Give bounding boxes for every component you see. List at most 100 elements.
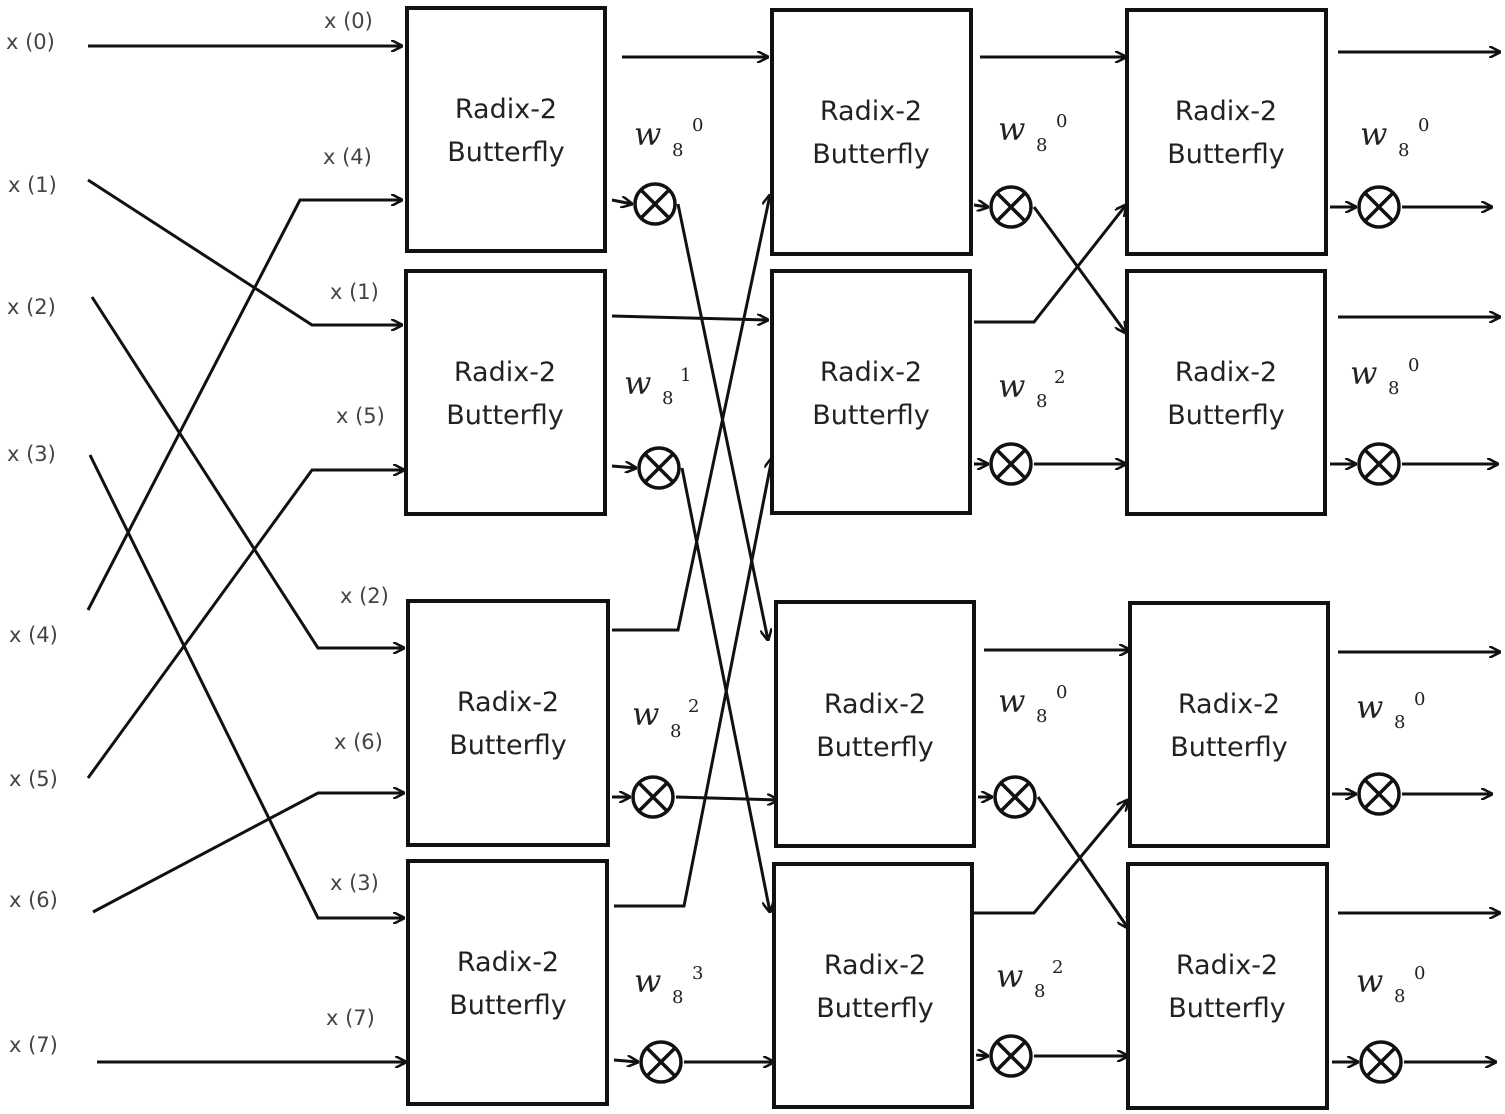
butterfly-label-line1: Radix-2 xyxy=(1176,950,1278,981)
input-label: x (3) xyxy=(7,442,56,466)
wire-x6 xyxy=(92,793,404,914)
wires xyxy=(86,46,1500,1062)
butterfly-block: Radix-2 Butterfly xyxy=(1125,8,1328,256)
twiddle-factor-label: w 8 0 xyxy=(1360,115,1429,161)
svg-text:8: 8 xyxy=(1036,135,1047,156)
svg-text:0: 0 xyxy=(1408,355,1419,376)
multiplier-icon xyxy=(1357,442,1401,486)
multiplier-icon xyxy=(639,1040,683,1084)
svg-text:8: 8 xyxy=(1394,986,1405,1007)
svg-text:w: w xyxy=(998,110,1025,148)
twiddle-factor-label: w 8 2 xyxy=(998,367,1065,412)
twiddle-factor-label: w 8 0 xyxy=(1356,962,1425,1007)
svg-text:0: 0 xyxy=(1414,963,1425,984)
butterfly-label-line1: Radix-2 xyxy=(457,947,559,978)
twiddle-factor-label: w 8 0 xyxy=(998,682,1067,727)
svg-text:2: 2 xyxy=(1054,367,1065,388)
wire-s1-b xyxy=(611,200,632,204)
svg-text:0: 0 xyxy=(1056,682,1067,703)
twiddle-factor-label: w 8 2 xyxy=(996,957,1063,1002)
butterfly-label-line1: Radix-2 xyxy=(824,689,926,720)
wire-s1-i xyxy=(675,797,778,800)
butterfly-label-line1: Radix-2 xyxy=(824,950,926,981)
wire-s1-d xyxy=(611,316,768,320)
butterfly-label-line2: Butterfly xyxy=(1167,400,1285,431)
twiddle-factor-label: w 8 0 xyxy=(634,115,703,161)
multiplier-icon xyxy=(637,446,681,490)
stage-1: Radix-2 Butterfly Radix-2 Butterfly Radi… xyxy=(404,6,610,1106)
wire-s1-e xyxy=(611,466,636,468)
butterfly-label-line2: Butterfly xyxy=(1170,732,1288,763)
stage1-input-label: x (4) xyxy=(323,145,372,169)
svg-text:0: 0 xyxy=(1414,689,1425,710)
svg-text:w: w xyxy=(1350,354,1377,392)
wire-s2-d xyxy=(974,205,1126,324)
svg-text:w: w xyxy=(634,962,661,1000)
butterfly-label-line2: Butterfly xyxy=(812,139,930,170)
multiplier-icon xyxy=(989,442,1033,486)
wire-x3 xyxy=(88,454,404,918)
butterfly-label-line2: Butterfly xyxy=(449,730,567,761)
svg-text:8: 8 xyxy=(1398,140,1409,161)
input-label: x (6) xyxy=(9,888,58,912)
svg-text:8: 8 xyxy=(1036,391,1047,412)
butterfly-label-line1: Radix-2 xyxy=(1178,689,1280,720)
input-label: x (1) xyxy=(8,173,57,197)
wire-x1 xyxy=(87,178,402,325)
butterfly-label-line1: Radix-2 xyxy=(457,687,559,718)
wire-s2-k xyxy=(975,1055,988,1056)
twiddle-labels: w 8 0 w 8 1 w 8 2 w 8 3 w 8 0 w 8 2 xyxy=(624,110,1429,1008)
multiplier-icon xyxy=(1357,772,1401,816)
butterfly-label-line1: Radix-2 xyxy=(454,357,556,388)
wire-x2 xyxy=(90,296,404,648)
wire-s2-c xyxy=(1032,206,1126,333)
multipliers xyxy=(631,182,1403,1084)
svg-text:8: 8 xyxy=(1034,981,1045,1002)
svg-text:8: 8 xyxy=(1388,378,1399,399)
multiplier-icon xyxy=(633,182,677,226)
wire-s1-k xyxy=(613,1060,638,1062)
butterfly-label-line1: Radix-2 xyxy=(1175,357,1277,388)
stage1-input-labels: x (0) x (4) x (1) x (5) x (2) x (6) x (3… xyxy=(323,9,389,1030)
multiplier-icon xyxy=(631,775,675,819)
svg-text:8: 8 xyxy=(672,987,683,1008)
svg-text:w: w xyxy=(996,957,1023,995)
svg-text:2: 2 xyxy=(1052,957,1063,978)
twiddle-factor-label: w 8 0 xyxy=(1350,354,1419,399)
stage1-input-label: x (2) xyxy=(340,584,389,608)
input-label: x (2) xyxy=(7,295,56,319)
input-label: x (5) xyxy=(9,767,58,791)
svg-text:w: w xyxy=(634,115,661,153)
svg-text:0: 0 xyxy=(1056,111,1067,132)
butterfly-block: Radix-2 Butterfly xyxy=(404,269,607,516)
svg-text:w: w xyxy=(998,367,1025,405)
butterfly-block: Radix-2 Butterfly xyxy=(1125,269,1327,516)
butterfly-label-line2: Butterfly xyxy=(1168,993,1286,1024)
input-label: x (7) xyxy=(9,1033,58,1057)
svg-text:8: 8 xyxy=(1394,712,1405,733)
butterfly-label-line1: Radix-2 xyxy=(455,94,557,125)
butterfly-block: Radix-2 Butterfly xyxy=(770,269,972,515)
butterfly-label-line1: Radix-2 xyxy=(820,96,922,127)
stage1-input-label: x (3) xyxy=(330,871,379,895)
twiddle-factor-label: w 8 2 xyxy=(632,695,699,742)
butterfly-label-line2: Butterfly xyxy=(447,137,565,168)
butterfly-label-line2: Butterfly xyxy=(446,400,564,431)
svg-text:8: 8 xyxy=(670,721,681,742)
twiddle-factor-label: w 8 3 xyxy=(634,962,703,1008)
input-label: x (0) xyxy=(6,30,55,54)
svg-text:w: w xyxy=(632,695,659,733)
butterfly-label-line2: Butterfly xyxy=(816,732,934,763)
svg-text:w: w xyxy=(1356,688,1383,726)
stage1-input-label: x (7) xyxy=(326,1006,375,1030)
butterfly-label-line1: Radix-2 xyxy=(820,357,922,388)
wire-x4 xyxy=(86,200,402,611)
multiplier-icon xyxy=(989,1034,1033,1078)
twiddle-factor-label: w 8 1 xyxy=(624,364,691,409)
multiplier-icon xyxy=(993,775,1037,819)
butterfly-label-line1: Radix-2 xyxy=(1175,96,1277,127)
multiplier-icon xyxy=(989,185,1033,229)
svg-text:0: 0 xyxy=(1418,115,1429,136)
svg-text:w: w xyxy=(998,682,1025,720)
svg-text:w: w xyxy=(1356,962,1383,1000)
